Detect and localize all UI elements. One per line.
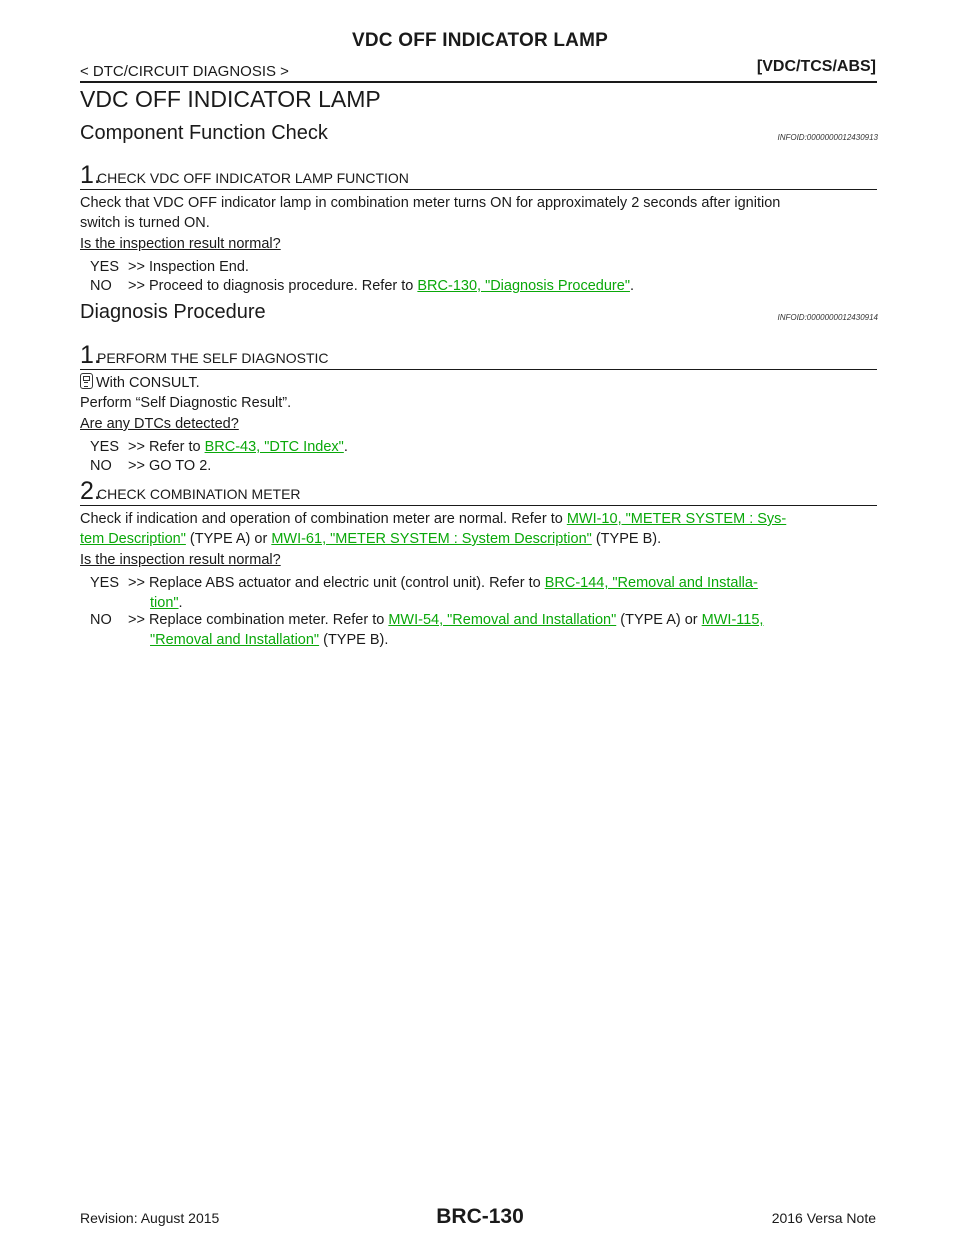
diag1-answer-yes: YES >> Refer to BRC-43, "DTC Index".: [90, 437, 348, 457]
header-rule: [80, 81, 877, 83]
diagnosis-step-2: 2. CHECK COMBINATION METER: [80, 477, 877, 506]
step-title: CHECK COMBINATION METER: [97, 486, 301, 502]
diagnosis-step-2-text: Check if indication and operation of com…: [80, 509, 877, 549]
link-mwi-61[interactable]: MWI-61, "METER SYSTEM : System Descripti…: [271, 531, 592, 547]
text-run: Check if indication and operation of com…: [80, 511, 567, 527]
diagnosis-step-1: 1. PERFORM THE SELF DIAGNOSTIC: [80, 341, 877, 370]
running-title: VDC OFF INDICATOR LAMP: [352, 30, 608, 51]
answer-text: >> Refer to: [128, 439, 205, 455]
answer-key: YES: [90, 439, 120, 455]
text-line: Check if indication and operation of com…: [80, 509, 877, 529]
header-system: [VDC/TCS/ABS]: [756, 58, 876, 75]
link-mwi-115[interactable]: MWI-115,: [701, 612, 764, 628]
check-answer-yes: YES >> Inspection End.: [90, 257, 249, 277]
step-number: 2.: [80, 477, 101, 505]
diagnosis-question-2: Is the inspection result normal?: [80, 552, 281, 568]
link-brc-144[interactable]: BRC-144, "Removal and Installa-: [544, 575, 758, 591]
header-breadcrumb: < DTC/CIRCUIT DIAGNOSIS >: [80, 63, 289, 80]
diagnosis-infoid: INFOID:0000000012430914: [777, 313, 878, 322]
answer-key: YES: [90, 575, 120, 591]
component-check-heading: Component Function Check: [80, 122, 328, 144]
link-diagnosis-procedure[interactable]: BRC-130, "Diagnosis Procedure": [417, 278, 630, 294]
answer-text: .: [178, 595, 183, 611]
answer-text: .: [343, 439, 348, 455]
text-line: With CONSULT.: [80, 373, 877, 393]
answer-text: (TYPE B).: [319, 632, 389, 648]
link-mwi-10-cont[interactable]: tem Description": [80, 531, 186, 547]
text-run: (TYPE A) or: [185, 531, 272, 547]
answer-text: >> Replace ABS actuator and electric uni…: [128, 575, 545, 591]
link-dtc-index[interactable]: BRC-43, "DTC Index": [204, 439, 344, 455]
answer-text: >> GO TO 2.: [128, 458, 212, 474]
link-brc-144-cont[interactable]: tion": [150, 595, 179, 611]
step-number: 1.: [80, 161, 101, 189]
text-line: "Removal and Installation" (TYPE B).: [128, 630, 877, 650]
consult-icon: [80, 373, 93, 389]
answer-body: >> Replace ABS actuator and electric uni…: [128, 573, 877, 613]
answer-text: (TYPE A) or: [616, 612, 702, 628]
link-mwi-10[interactable]: MWI-10, "METER SYSTEM : Sys-: [566, 511, 787, 527]
diag2-answer-yes: YES >> Replace ABS actuator and electric…: [90, 573, 877, 613]
answer-text: >> Proceed to diagnosis procedure. Refer…: [128, 278, 418, 294]
answer-key: YES: [90, 259, 120, 275]
text-run: (TYPE B).: [591, 531, 662, 547]
link-mwi-54[interactable]: MWI-54, "Removal and Installation": [388, 612, 617, 628]
text-line: >> Replace ABS actuator and electric uni…: [128, 573, 877, 593]
text-line: >> Replace combination meter. Refer to M…: [128, 610, 877, 630]
answer-text: >> Inspection End.: [128, 259, 249, 275]
footer-revision: Revision: August 2015: [80, 1210, 220, 1226]
check-step-1: 1. CHECK VDC OFF INDICATOR LAMP FUNCTION: [80, 161, 877, 190]
answer-row: NO >> Replace combination meter. Refer t…: [90, 610, 877, 650]
answer-text: .: [629, 278, 634, 294]
text-line: tion".: [128, 593, 877, 613]
answer-key: NO: [90, 278, 112, 294]
page-title: VDC OFF INDICATOR LAMP: [80, 86, 381, 112]
text-line: Perform “Self Diagnostic Result”.: [80, 395, 292, 411]
component-check-infoid: INFOID:0000000012430913: [777, 133, 878, 142]
diagnosis-question-1: Are any DTCs detected?: [80, 416, 239, 432]
page-number: BRC-130: [436, 1205, 524, 1228]
diagnosis-step-1-text: With CONSULT. Perform “Self Diagnostic R…: [80, 373, 877, 413]
answer-text: >> Replace combination meter. Refer to: [128, 612, 389, 628]
answer-key: NO: [90, 458, 112, 474]
diagnosis-heading: Diagnosis Procedure: [80, 301, 266, 323]
link-mwi-115-cont[interactable]: "Removal and Installation": [150, 632, 320, 648]
check-answer-no: NO >> Proceed to diagnosis procedure. Ref…: [90, 276, 634, 296]
step-title: PERFORM THE SELF DIAGNOSTIC: [97, 350, 329, 366]
footer-model: 2016 Versa Note: [771, 1210, 876, 1226]
diag2-answer-no: NO >> Replace combination meter. Refer t…: [90, 610, 877, 650]
step-title: CHECK VDC OFF INDICATOR LAMP FUNCTION: [97, 170, 409, 186]
text-line: tem Description" (TYPE A) or MWI-61, "ME…: [80, 529, 877, 549]
diag1-answer-no: NO >> GO TO 2.: [90, 456, 211, 476]
answer-key: NO: [90, 612, 112, 628]
check-step-1-text: Check that VDC OFF indicator lamp in com…: [80, 193, 877, 233]
answer-row: YES >> Replace ABS actuator and electric…: [90, 573, 877, 613]
step-number: 1.: [80, 341, 101, 369]
consult-label: With CONSULT.: [96, 375, 200, 391]
check-question: Is the inspection result normal?: [80, 236, 281, 252]
text-line: Check that VDC OFF indicator lamp in com…: [80, 195, 781, 211]
text-line: switch is turned ON.: [80, 215, 210, 231]
answer-body: >> Replace combination meter. Refer to M…: [128, 610, 877, 650]
